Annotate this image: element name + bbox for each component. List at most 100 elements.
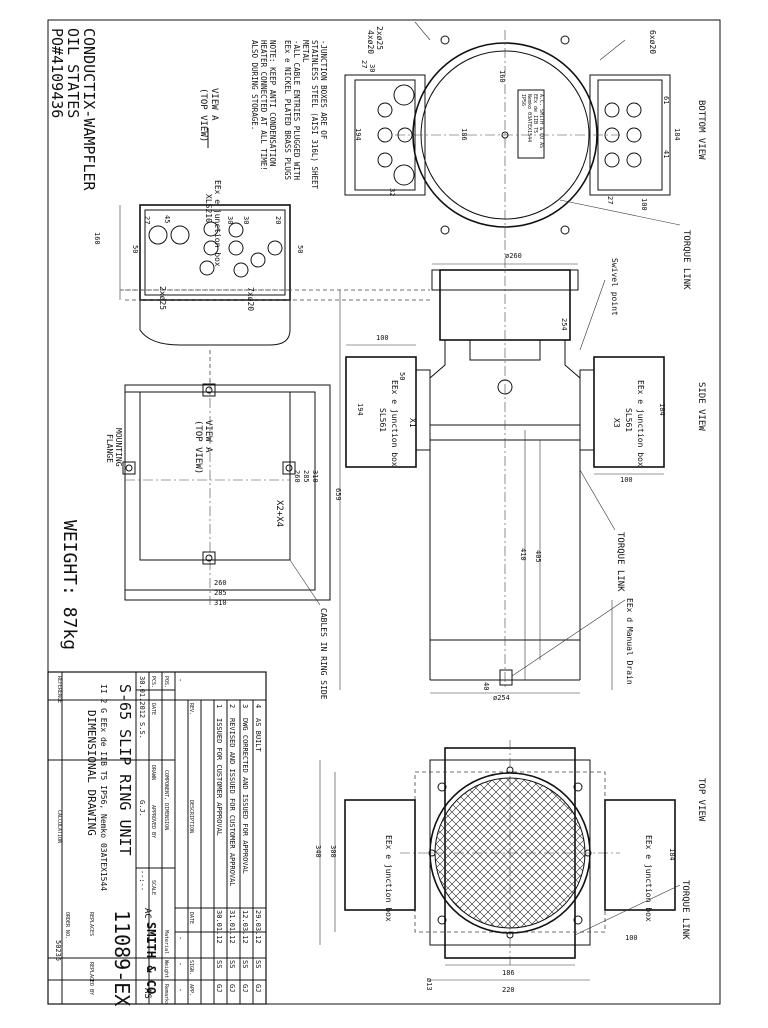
pcs-label: PCS. [150,676,156,688]
xls210-dim-30a: 30 [226,216,234,224]
company-header: CONDUCTIX-WAMPFLER OIL STATES PO#4109436 [48,28,98,192]
cables-label: CABLES IN RING SIDE [319,608,328,700]
xls210-dim-160: 160 [93,232,101,245]
approved-value: G.J. [138,800,146,817]
bottom-dim-32: 32 [388,188,396,196]
top-right-dim-100: 100 [625,934,638,942]
sign-col-label: SIGN. [188,960,194,975]
view-a-label: VIEW A (TOP VIEW) [198,88,219,148]
bottom-hole-4x20: 4xø20 [366,30,375,54]
nameplate: A.C. SMITH & CO AS EEx de IIB T5 Nemko 0… [517,89,545,159]
top-torque-link: TORQUE LINK [680,880,690,940]
view-a-box-title: VIEW A [203,420,213,453]
rev4-date: 29.03.12 [254,910,262,944]
company-line-1: CONDUCTIX-WAMPFLER [80,28,98,192]
top-view: TOP VIEW EEx e junction box EEx e juncti… [314,740,706,994]
bottom-hole-6x20: 6xø20 [648,30,657,54]
bottom-dim-100: 100 [640,198,648,211]
side-right-jbox-label: EEx e junction box [636,380,645,467]
rev4-app: GJ [254,984,262,992]
rev1-app: GJ [215,984,223,992]
xls210-junction-box-view: EEx e junction box XLS210 160 50 50 2xø2… [93,180,304,346]
bottom-left-gland-box [344,74,426,196]
company-logo: AC SMITH & CO AS [142,908,158,999]
side-jbox-left: EEx e junction box SL561 X1 194 100 50 [345,334,431,468]
mounting-label: MOUNTING [114,428,123,467]
side-right-dim-100: 100 [620,476,633,484]
xls210-dim-50a: 50 [131,245,139,253]
side-x3-label: X3 [612,418,621,428]
revision-row-2: 2 REVISED AND ISSUED FOR CUSTOMER APPROV… [228,704,236,992]
replaces-label: REPLACES [88,912,94,936]
manual-drain [499,669,513,686]
remarks-label: Remarks [163,984,169,1005]
top-dim-300: 300 [329,845,337,858]
sheet-border [47,19,721,1005]
side-left-dim-50: 50 [398,372,406,380]
approved-label: APPROVED BY [150,805,156,838]
top-right-dim-184: 184 [668,848,676,861]
bottom-view: BOTTOM VIEW A.C. SMITH & CO AS EEx de II… [344,21,706,290]
side-right-dim-184: 184 [658,403,666,416]
rev2-app: GJ [228,984,236,992]
xls210-dim-50b: 50 [296,245,304,253]
reference-label: REFERENCE [56,676,62,703]
side-dim-40: 40 [482,682,490,690]
xls210-dim-45: 45 [163,215,171,223]
note-line-4: -ALL CABLE ENTRIES PLUGGED WITH [292,40,301,180]
dash-2: - [176,936,184,940]
manual-drain-label: EEx d Manual Drain [625,598,634,685]
rev2-date: 31.01.12 [228,910,236,944]
pos-label: POS. [163,676,169,688]
top-dim-220: 220 [502,986,515,994]
dash-1: - [176,678,184,682]
bottom-dim-27b: 27 [606,196,614,204]
xls210-label-2: XLS210 [204,194,213,223]
note-line-1: -JUNCTION BOXES ARE OF [319,40,328,140]
nameplate-line-2: EEx de IIB T5 [532,94,538,133]
bottom-view-label: BOTTOM VIEW [696,100,706,160]
dash-4: - [176,988,184,992]
calculation-label: CALCULATION [56,810,62,843]
dash-3: - [176,962,184,966]
side-dim-254: 254 [560,318,568,331]
rev1-number: 1 [215,704,223,708]
drawn-label: DRAWN [150,765,156,780]
side-view-label: SIDE VIEW [696,382,706,431]
material-label: Material [163,930,169,954]
note-line-5: EEx e NICKEL PLATED BRASS PLUGS [283,40,292,180]
note-line-8: ALSO DURING STORAGE. [250,40,259,130]
xls210-dim-20: 20 [274,216,282,224]
bottom-dim-61: 61 [662,96,670,104]
replaced-by-label: REPLACED BY [88,962,94,995]
rev4-number: 4 [254,704,262,708]
weight-label: WEIGHT: 87kg [59,520,80,650]
bottom-dim-30a: 30 [368,64,376,72]
note-line-6: NOTE: KEEP ANTI CONDENSATION [268,40,277,166]
company-line-2: OIL STATES [64,28,82,118]
top-dim-186: 186 [502,969,515,977]
rev2-description: REVISED AND ISSUED FOR CUSTOMER APPROVAL [228,718,236,887]
bottom-dim-184: 184 [673,128,681,141]
side-dim-405: 405 [534,550,542,563]
xls210-hole-7x20: 7xø20 [246,287,255,311]
component-label: COMPONENT, DIMENSION [163,770,169,830]
bottom-right-gland-box [589,74,671,196]
bottom-dim-194: 194 [354,128,362,141]
date-value: 30.01.2012 [138,676,146,718]
note-line-3: METAL [301,40,310,63]
side-left-jbox-label: EEx e junction box [390,380,399,467]
logo-suffix: AS [142,988,152,999]
date-label: DATE [150,703,156,715]
drawing-type: DIMENSIONAL DRAWING [85,710,98,836]
notes-block: -JUNCTION BOXES ARE OF STAINLESS STEEL (… [250,40,328,189]
side-left-sl561: SL561 [378,408,387,432]
note-line-7: HEATER CONNECTED AT ALL TIME! [259,40,268,171]
rev3-sign: SS [241,960,249,968]
date-col-label: DATE [188,912,194,924]
bottom-torque-link: TORQUE LINK [681,230,691,290]
view-a-dim-260-v: 260 [293,470,301,483]
nameplate-line-1: A.C. SMITH & CO AS [538,94,544,148]
side-left-dim-194: 194 [356,403,364,416]
